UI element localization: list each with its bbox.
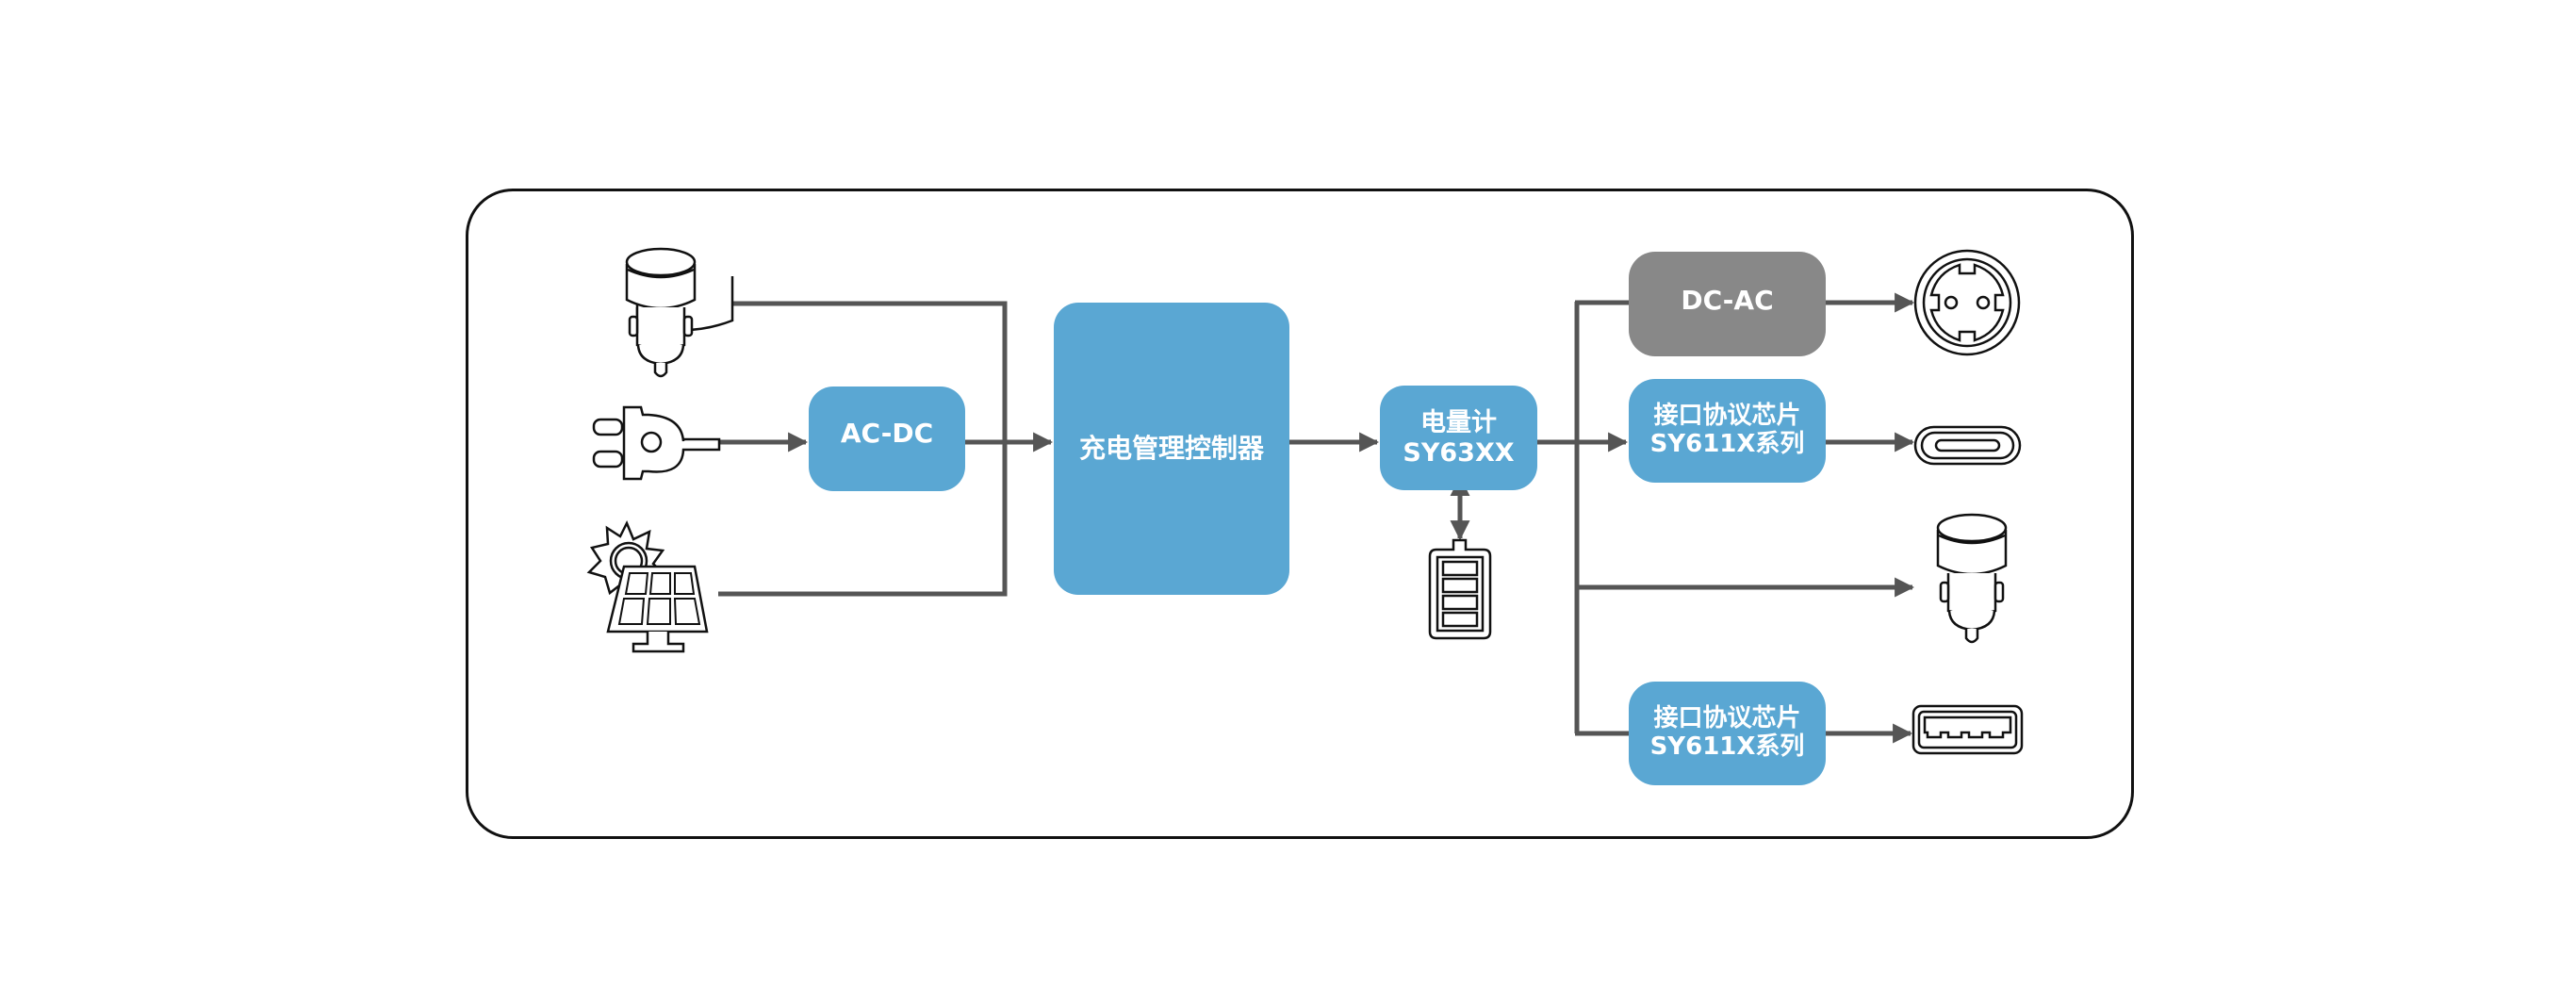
protocol-chip-part-number: SY611X系列 bbox=[1649, 430, 1805, 458]
battery-icon bbox=[1428, 538, 1492, 640]
dc-ac-label: DC-AC bbox=[1681, 285, 1774, 316]
solar-panel-icon bbox=[586, 519, 709, 653]
car-charger-input-icon bbox=[625, 247, 697, 378]
fuel-gauge-part-number: SY63XX bbox=[1403, 437, 1515, 468]
charge-controller-block: 充电管理控制器 bbox=[1054, 303, 1289, 595]
car-charger-output-icon bbox=[1936, 513, 2008, 644]
ac-socket-icon bbox=[1913, 249, 2021, 356]
fuel-gauge-block: 电量计 SY63XX bbox=[1380, 386, 1537, 490]
ac-plug-icon bbox=[592, 405, 721, 481]
protocol-chip-label: 接口协议芯片 bbox=[1653, 402, 1801, 431]
usb-a-port-icon bbox=[1911, 704, 2024, 755]
ac-dc-label: AC-DC bbox=[840, 418, 934, 449]
fuel-gauge-label: 电量计 bbox=[1420, 408, 1497, 438]
usb-c-port-icon bbox=[1913, 425, 2022, 466]
dc-ac-inverter-block: DC-AC bbox=[1629, 252, 1826, 356]
ac-dc-converter-block: AC-DC bbox=[809, 387, 965, 491]
protocol-chip-label: 接口协议芯片 bbox=[1653, 704, 1801, 733]
protocol-chip-block-usb-a: 接口协议芯片 SY611X系列 bbox=[1629, 682, 1826, 785]
protocol-chip-block-usb-c: 接口协议芯片 SY611X系列 bbox=[1629, 379, 1826, 483]
protocol-chip-part-number: SY611X系列 bbox=[1649, 732, 1805, 761]
charge-controller-label: 充电管理控制器 bbox=[1078, 432, 1264, 464]
system-enclosure-frame bbox=[466, 189, 2134, 839]
car-input-connector bbox=[718, 301, 1008, 597]
